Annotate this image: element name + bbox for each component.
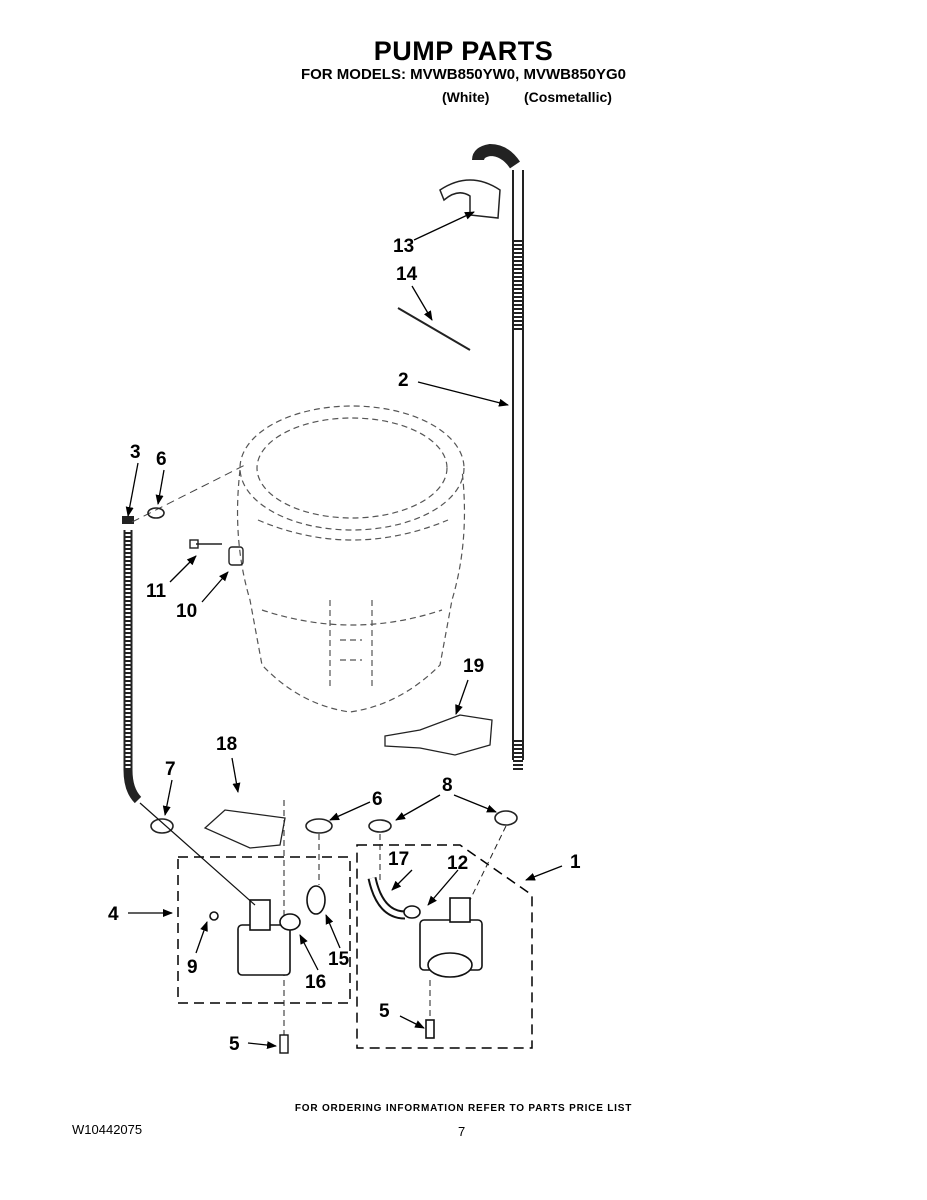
- small-fasteners: [189, 539, 244, 566]
- callout-16: 16: [305, 972, 326, 993]
- callout-5-left: 5: [229, 1034, 240, 1055]
- drain-pump-left: [139, 802, 326, 976]
- pad-18: [203, 809, 286, 849]
- hose-hanger: [439, 179, 501, 219]
- ordering-note: FOR ORDERING INFORMATION REFER TO PARTS …: [294, 1103, 633, 1114]
- callout-12: 12: [447, 853, 468, 874]
- pad-19: [384, 714, 493, 756]
- callout-13: 13: [393, 236, 414, 257]
- callout-14: 14: [396, 264, 418, 285]
- tub-hose: [122, 464, 246, 804]
- callout-19: 19: [463, 656, 484, 677]
- washer-tub: [236, 405, 466, 713]
- callout-11: 11: [146, 581, 167, 602]
- callout-18: 18: [216, 734, 237, 755]
- callout-7: 7: [165, 759, 176, 780]
- callout-1: 1: [570, 852, 581, 873]
- callout-2: 2: [398, 370, 409, 391]
- callout-3: 3: [130, 442, 141, 463]
- callout-15: 15: [328, 949, 350, 970]
- callout-4: 4: [108, 904, 119, 925]
- callout-6-top: 6: [156, 449, 167, 470]
- callout-5-right: 5: [379, 1001, 390, 1022]
- leader-arrows: [125, 211, 563, 1050]
- variant-white: (White): [442, 89, 490, 105]
- drain-hose: [472, 143, 524, 770]
- callout-9: 9: [187, 957, 198, 978]
- page-title: PUMP PARTS: [373, 36, 554, 66]
- callout-17: 17: [388, 849, 409, 870]
- callout-6-bottom: 6: [372, 789, 383, 810]
- hose-clamps: [147, 507, 518, 834]
- page-number: 7: [458, 1124, 466, 1139]
- variant-cosmetallic: (Cosmetallic): [524, 89, 612, 105]
- tie-strap: [397, 307, 471, 351]
- pump-kit-box-right: [356, 844, 533, 1049]
- callout-8: 8: [442, 775, 453, 796]
- screw-left: [279, 1034, 289, 1054]
- callout-10: 10: [176, 601, 197, 622]
- models-line: FOR MODELS: MVWB850YW0, MVWB850YG0: [300, 66, 627, 83]
- document-number: W10442075: [72, 1122, 143, 1137]
- drain-pump-right: [367, 876, 483, 1039]
- pump-kit-box-left: [177, 856, 351, 1004]
